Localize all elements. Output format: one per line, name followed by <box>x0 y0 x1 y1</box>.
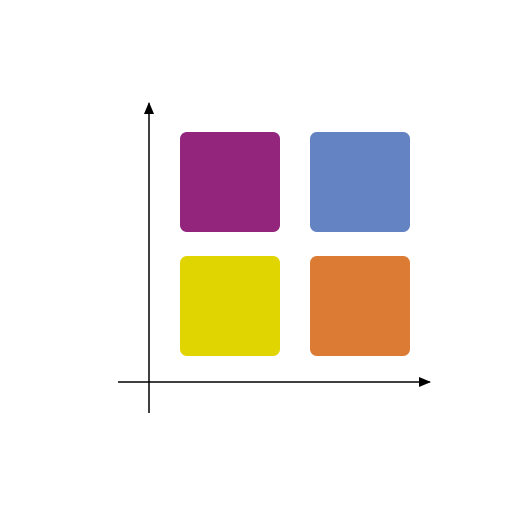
bottom-left-quadrant <box>180 256 280 356</box>
bottom-right-quadrant <box>310 256 410 356</box>
top-right-quadrant <box>310 132 410 232</box>
top-left-quadrant <box>180 132 280 232</box>
quadrant-group <box>180 132 410 356</box>
